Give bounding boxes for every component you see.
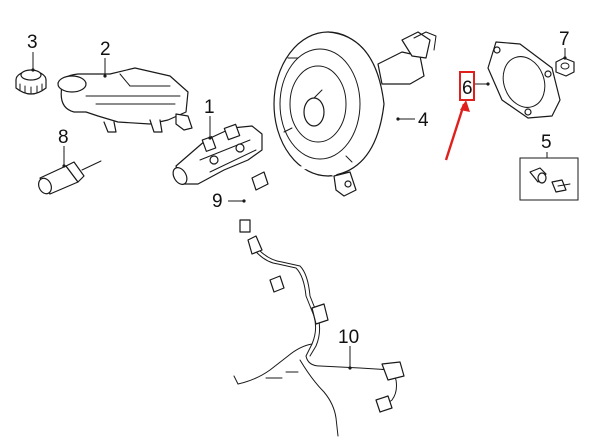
part-7-nut[interactable] xyxy=(555,57,575,77)
callout-8[interactable]: 8 xyxy=(58,127,69,148)
callout-6[interactable]: 6 xyxy=(462,78,473,99)
leader-9-dot xyxy=(242,199,246,203)
part-8-level-sensor[interactable] xyxy=(36,160,102,196)
part-9-vacuum-hose[interactable] xyxy=(239,166,357,233)
callout-3[interactable]: 3 xyxy=(27,32,38,53)
part-6-highlight-box xyxy=(459,71,475,101)
callout-5[interactable]: 5 xyxy=(541,132,552,153)
callout-2[interactable]: 2 xyxy=(100,39,111,60)
part-6-gasket[interactable] xyxy=(487,41,561,119)
leader-1-dot xyxy=(208,136,212,140)
leader-7-dot xyxy=(563,56,567,60)
part-5-bolts[interactable] xyxy=(529,167,571,193)
callout-7[interactable]: 7 xyxy=(559,29,570,50)
part-2-fluid-reservoir[interactable] xyxy=(57,67,193,133)
leader-4-dot xyxy=(396,117,400,121)
leader-3-dot xyxy=(31,68,35,72)
callout-9[interactable]: 9 xyxy=(212,191,223,212)
part-4-brake-booster[interactable] xyxy=(273,31,437,177)
callout-4[interactable]: 4 xyxy=(418,110,429,131)
callout-1[interactable]: 1 xyxy=(204,97,215,118)
leader-2-dot xyxy=(103,74,107,78)
part-5-kit-box xyxy=(519,157,579,201)
part-1-master-cylinder[interactable] xyxy=(170,123,263,186)
leader-6-dot xyxy=(486,82,490,86)
leader-10-dot xyxy=(348,366,352,370)
callout-10[interactable]: 10 xyxy=(338,327,359,348)
leader-8-dot xyxy=(62,164,66,168)
part-3-reservoir-cap[interactable] xyxy=(15,69,47,95)
part-10-wiring-harness[interactable] xyxy=(233,235,405,437)
highlight-arrow xyxy=(444,100,470,161)
